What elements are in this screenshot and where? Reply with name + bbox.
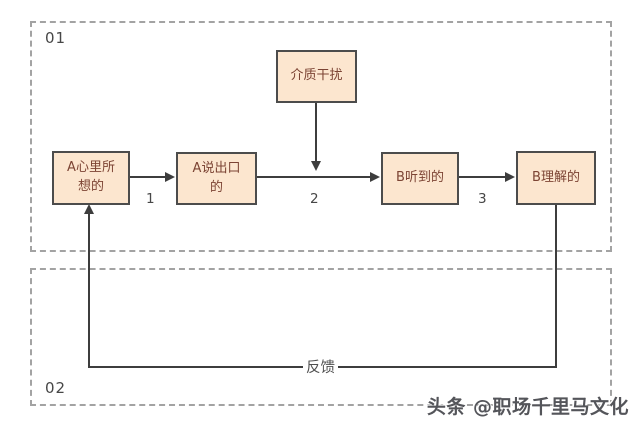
frame-01-label: 01 (45, 29, 67, 47)
arrow-1-head (165, 172, 175, 182)
node-a-thinks-label: A心里所想的 (67, 160, 115, 194)
frame-stage-02: 02 (30, 268, 612, 406)
node-medium-interference-label: 介质干扰 (290, 68, 343, 84)
node-b-hears-label: B听到的 (396, 170, 444, 186)
step-2-number: 2 (310, 191, 319, 207)
arrow-2-head (370, 172, 380, 182)
feedback-line-down (555, 205, 557, 368)
node-b-understands: B理解的 (516, 151, 596, 205)
toutiao-watermark: 头条 @职场千里马文化 (426, 396, 629, 418)
arrow-2-line (256, 176, 371, 178)
frame-02-label: 02 (45, 379, 67, 397)
arrow-3-head (505, 172, 515, 182)
feedback-line-up (88, 212, 90, 368)
medium-arrow-head (311, 161, 321, 171)
medium-arrow-line (315, 103, 317, 162)
node-b-hears: B听到的 (381, 152, 459, 205)
arrow-3-line (458, 176, 505, 178)
feedback-arrowhead (84, 204, 94, 214)
feedback-label: 反馈 (303, 356, 338, 377)
step-3-number: 3 (478, 191, 487, 207)
node-b-understands-label: B理解的 (532, 169, 580, 185)
node-a-says-label: A说出口的 (192, 160, 241, 195)
arrow-1-line (129, 176, 167, 178)
node-a-thinks: A心里所想的 (52, 151, 130, 205)
node-medium-interference: 介质干扰 (276, 50, 357, 103)
frame-stage-01: 01 (30, 21, 612, 252)
node-a-says: A说出口的 (176, 152, 257, 205)
step-1-number: 1 (146, 191, 155, 207)
